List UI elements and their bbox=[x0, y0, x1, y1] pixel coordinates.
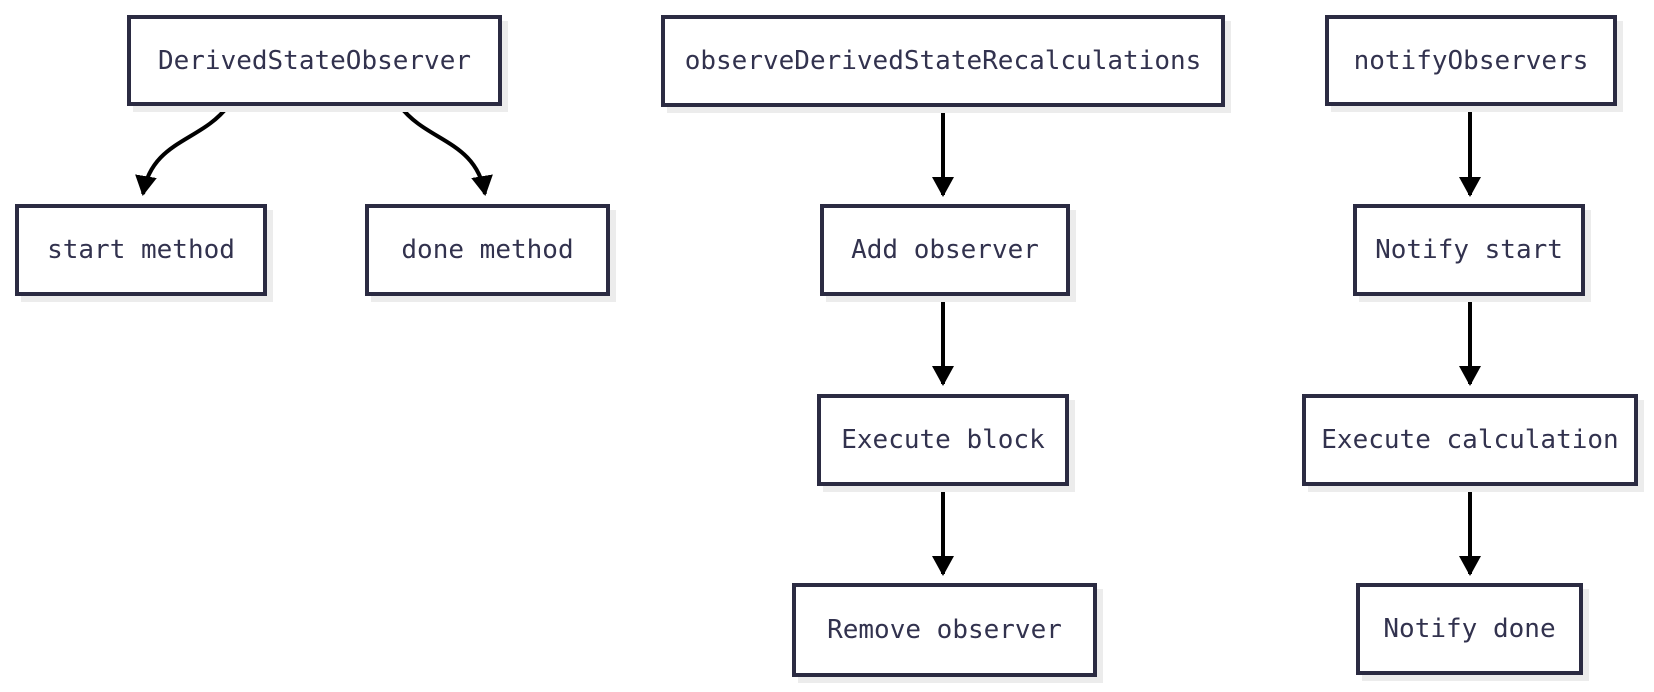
node-done-method: done method bbox=[365, 204, 610, 296]
node-observe-derived-state-recalculations: observeDerivedStateRecalculations bbox=[661, 15, 1225, 107]
node-remove-observer: Remove observer bbox=[792, 583, 1097, 677]
node-notify-start: Notify start bbox=[1353, 204, 1585, 296]
node-execute-block: Execute block bbox=[817, 394, 1069, 486]
node-notify-observers: notifyObservers bbox=[1325, 15, 1617, 106]
node-notify-done: Notify done bbox=[1356, 583, 1583, 675]
node-execute-calculation: Execute calculation bbox=[1302, 394, 1638, 486]
edge-derivedstateobserver-donemethod bbox=[398, 104, 493, 196]
node-add-observer: Add observer bbox=[820, 204, 1070, 296]
node-derived-state-observer: DerivedStateObserver bbox=[127, 15, 502, 106]
edge-derivedstateobserver-startmethod bbox=[135, 104, 230, 196]
node-start-method: start method bbox=[15, 204, 267, 296]
